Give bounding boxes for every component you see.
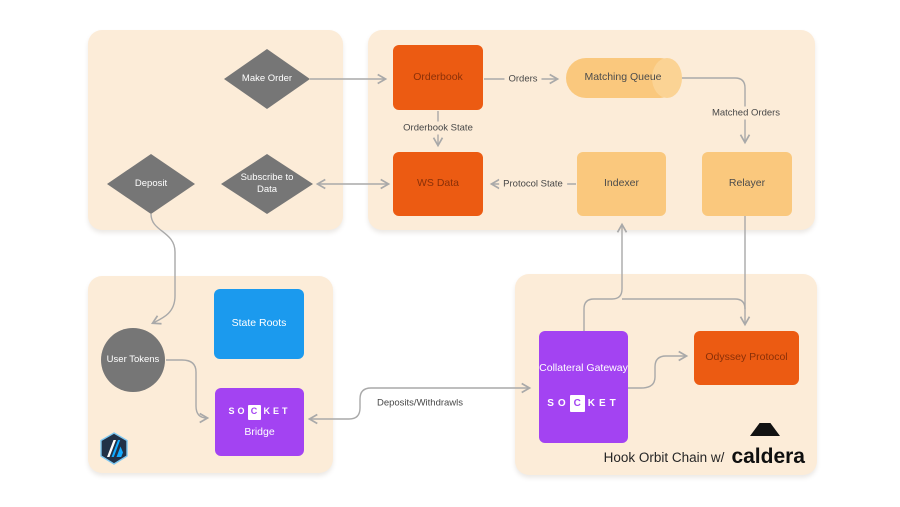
socket-logo: SO C KET [228,404,291,420]
user-tokens-label: User Tokens [106,353,160,365]
edge-usertokens-bridge [166,359,210,424]
state-roots-node: State Roots [214,289,304,359]
make-order-label: Make Order [241,72,293,84]
caldera-wordmark: caldera [731,445,805,468]
collateral-gateway-node: Collateral Gateway SO C KET [539,331,628,443]
odyssey-protocol-label: Odyssey Protocol [705,351,788,364]
chain-footer-text: Hook Orbit Chain w/ [603,449,725,465]
socket-letters-post: KET [263,406,291,417]
ws-data-label: WS Data [416,177,459,190]
deposits-withdrawls-edge-label: Deposits/Withdrawls [372,396,468,410]
chain-footer: Hook Orbit Chain w/ caldera [560,445,805,469]
edge-queue-relayer [680,77,751,145]
matching-queue-label: Matching Queue [584,71,662,84]
matched-orders-edge-label: Matched Orders [707,106,785,120]
caldera-volcano-icon [750,423,780,436]
relayer-node: Relayer [702,152,792,216]
socket-bridge-node: SO C KET Bridge [215,388,304,456]
collateral-gateway-label: Collateral Gateway [539,361,628,374]
edge-bridge-gateway [307,382,532,425]
matching-queue-node: Matching Queue [566,58,682,98]
socket-letters-pre: SO [547,398,570,410]
odyssey-protocol-node: Odyssey Protocol [694,331,799,385]
cylinder-cap [652,58,682,98]
socket-letters-post: KET [587,398,620,410]
deposit-label: Deposit [134,177,168,189]
socket-letter-c: C [247,404,261,420]
indexer-node: Indexer [577,152,666,216]
socket-logo: SO C KET [547,395,620,413]
orders-edge-label: Orders [504,72,542,86]
edge-gateway-indexer [583,222,628,331]
subscribe-label: Subscribe to Data [240,171,294,195]
orderbook-state-edge-label: Orderbook State [399,121,477,135]
relayer-label: Relayer [728,177,766,190]
user-tokens-node: User Tokens [101,328,165,392]
socket-letter-c: C [569,395,585,413]
edge-gateway-odyssey-branch [622,298,746,310]
indexer-label: Indexer [603,177,640,190]
bridge-label: Bridge [244,425,275,438]
edge-deposit-usertokens [150,213,176,325]
arbitrum-logo-icon [100,432,128,465]
orderbook-label: Orderbook [413,70,463,83]
ws-data-node: WS Data [393,152,483,216]
edge-gateway-odyssey [628,350,689,389]
orderbook-node: Orderbook [393,45,483,110]
socket-letters-pre: SO [228,406,248,417]
protocol-state-edge-label: Protocol State [499,177,567,191]
state-roots-label: State Roots [231,317,287,330]
